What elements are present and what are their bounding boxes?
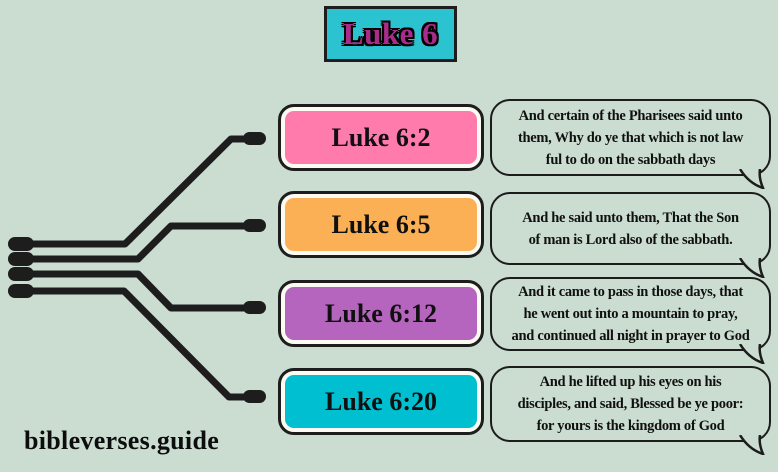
bubble-line: and continued all night in prayer to God — [511, 328, 750, 344]
bubble-line: And he lifted up his eyes on his — [539, 374, 722, 390]
chapter-title-box: Luke 6 — [324, 6, 457, 62]
verse-bubble-luke-6-2: And certain of the Pharisees said unto t… — [490, 99, 771, 189]
verse-node-luke-6-2: Luke 6:2 — [278, 104, 484, 171]
bubble-line: ful to do on the sabbath days — [545, 151, 716, 168]
verse-label: Luke 6:12 — [325, 298, 437, 328]
verse-node-luke-6-20: Luke 6:20 — [278, 368, 484, 435]
verse-node-luke-6-5: Luke 6:5 — [278, 191, 484, 258]
bubble-line: of man is Lord also of the sabbath. — [528, 231, 733, 248]
connector-to-luke-6-5 — [29, 222, 250, 263]
connector-to-luke-6-2 — [29, 135, 250, 248]
node-endpoint-3 — [243, 301, 266, 314]
speech-tail — [739, 435, 765, 455]
bubble-line: he went out into a mountain to pray, — [523, 306, 738, 322]
node-endpoint-1 — [243, 132, 266, 145]
connector-paths — [29, 135, 250, 401]
speech-tail — [739, 169, 765, 189]
bubble-line: disciples, and said, Blessed be ye poor: — [517, 396, 744, 412]
node-endpoint-4 — [243, 390, 266, 403]
left-endpoint-2 — [8, 252, 34, 266]
chapter-title: Luke 6 — [342, 16, 439, 51]
connector-endpoints — [8, 132, 266, 403]
verse-bubble-luke-6-12: And it came to pass in those days, that … — [490, 277, 771, 364]
bubble-line: for yours is the kingdom of God — [536, 418, 725, 434]
verse-node-fill: Luke 6:2 — [285, 111, 477, 164]
verse-bubble-luke-6-20: And he lifted up his eyes on his discipl… — [490, 366, 771, 455]
speech-tail — [739, 258, 765, 278]
speech-tail — [739, 344, 765, 364]
left-endpoint-4 — [8, 284, 34, 298]
verse-label: Luke 6:20 — [325, 386, 437, 416]
connector-to-luke-6-20 — [29, 287, 250, 401]
bubble-line: And he said unto them, That the Son — [522, 209, 739, 226]
node-endpoint-2 — [243, 219, 266, 232]
verse-bubble-luke-6-5: And he said unto them, That the Son of m… — [490, 192, 771, 278]
verse-label: Luke 6:2 — [331, 122, 431, 152]
verse-node-luke-6-12: Luke 6:12 — [278, 280, 484, 347]
bubble-line: them, Why do ye that which is not law — [517, 129, 744, 146]
left-endpoint-3 — [8, 267, 34, 281]
left-endpoint-1 — [8, 237, 34, 251]
bubble-line: And certain of the Pharisees said unto — [518, 107, 743, 124]
verse-node-fill: Luke 6:20 — [285, 375, 477, 428]
verse-node-fill: Luke 6:5 — [285, 198, 477, 251]
verse-node-fill: Luke 6:12 — [285, 287, 477, 340]
connector-to-luke-6-12 — [29, 270, 250, 312]
site-watermark: bibleverses.guide — [24, 426, 220, 455]
verse-label: Luke 6:5 — [331, 209, 431, 239]
bubble-line: And it came to pass in those days, that — [518, 284, 743, 300]
